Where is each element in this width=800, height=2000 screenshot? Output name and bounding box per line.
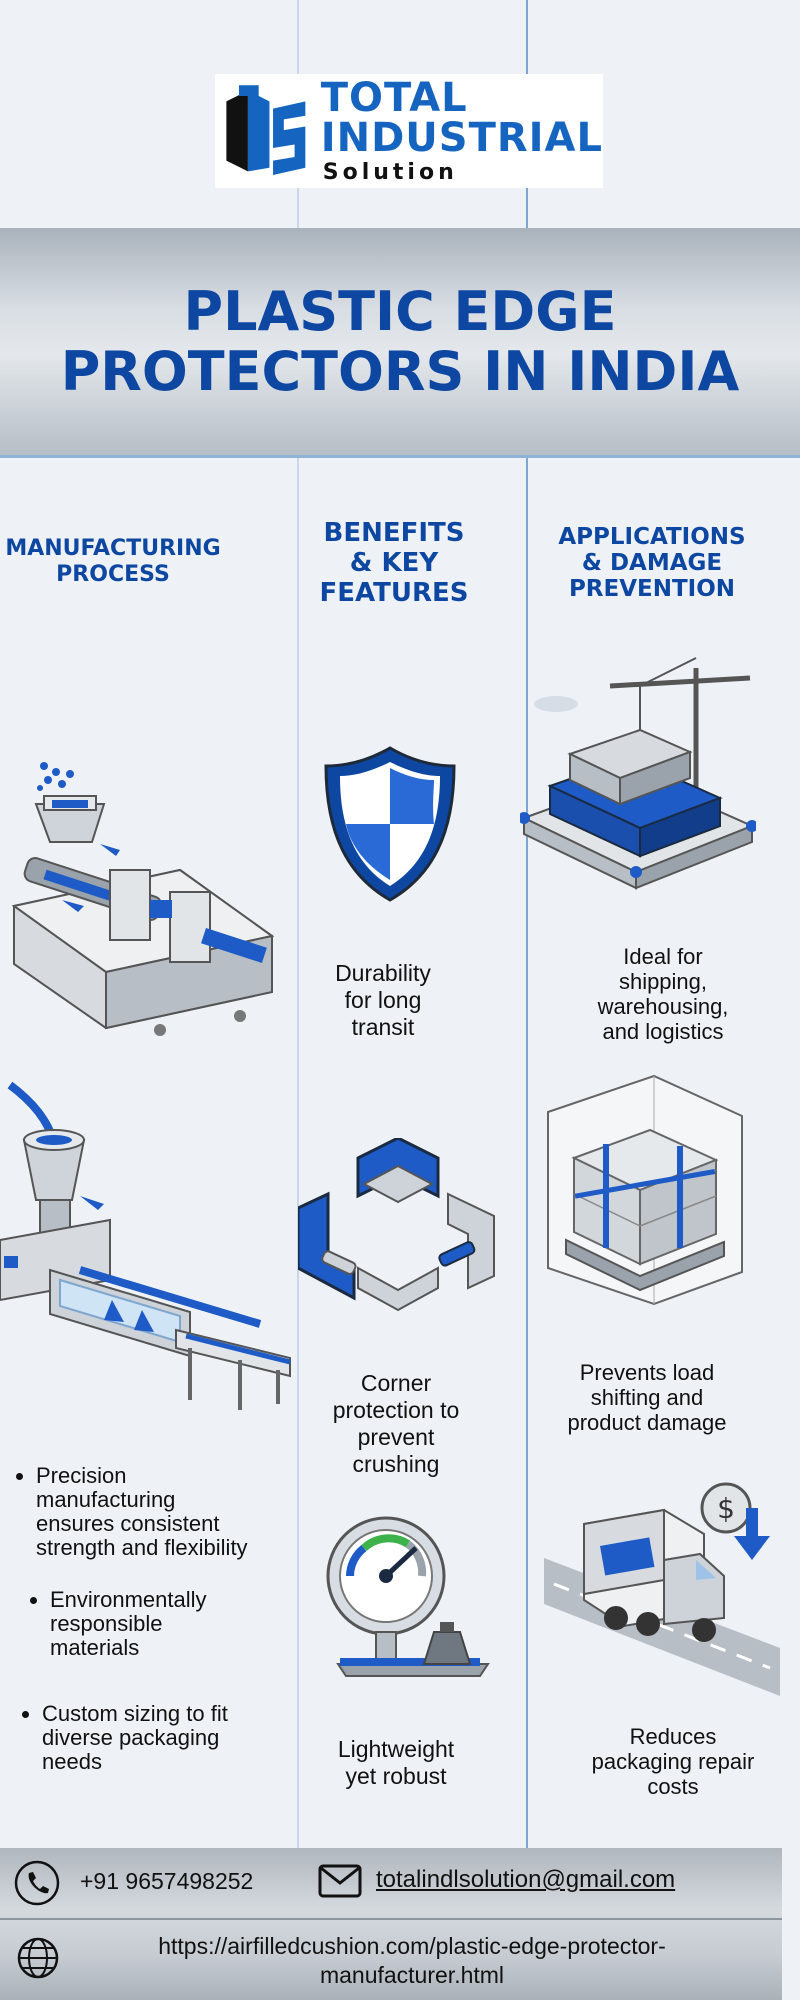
caption-line: Corner: [360, 1370, 432, 1396]
contact-footer: +91 9657498252 totalindlsolution@gmail.c…: [0, 1848, 782, 2000]
caption-line: and logistics: [602, 1019, 724, 1044]
footer-divider: [0, 1918, 782, 1920]
logo-word-industrial: INDUSTRIAL: [320, 115, 603, 161]
caption-line: Reduces: [629, 1724, 717, 1749]
heading-benefits-line2: & KEY: [349, 548, 439, 578]
manufacturing-bullets: Precision manufacturing ensures consiste…: [12, 1464, 252, 1774]
column-divider-left: [297, 0, 299, 1848]
caption-line: transit: [351, 1014, 415, 1040]
caption-line: Prevents load: [579, 1360, 715, 1385]
bullet-custom-sizing: Custom sizing to fit diverse packaging n…: [18, 1702, 252, 1774]
gauge-scale-icon: [326, 1516, 490, 1677]
benefit-lightweight-caption: Lightweight yet robust: [300, 1736, 492, 1790]
globe-icon: [17, 1937, 59, 1979]
heading-benefits: BENEFITS & KEY FEATURES: [302, 518, 486, 608]
application-load-caption: Prevents load shifting and product damag…: [546, 1360, 748, 1435]
page-title-line1: PLASTIC EDGE: [183, 279, 617, 343]
page-title-line2: PROTECTORS IN INDIA: [60, 339, 740, 403]
heading-benefits-line3: FEATURES: [319, 578, 469, 608]
caption-line: packaging repair: [591, 1749, 755, 1774]
caption-line: costs: [647, 1774, 699, 1799]
injection-molding-machine-icon: [11, 762, 275, 1036]
bullet-environment: Environmentally responsible materials: [26, 1588, 252, 1660]
delivery-truck-savings-icon: $: [544, 1482, 780, 1696]
website-link-line2[interactable]: manufacturer.html: [319, 1962, 505, 1988]
extrusion-line-icon: [0, 1081, 291, 1410]
caption-line: shipping,: [618, 969, 708, 994]
column-divider-right: [526, 0, 528, 1848]
heading-benefits-line1: BENEFITS: [323, 518, 465, 548]
email-icon: [318, 1864, 362, 1898]
heading-manufacturing: MANUFACTURING PROCESS: [0, 536, 226, 588]
caption-line: prevent: [357, 1424, 435, 1450]
application-logistics-caption: Ideal for shipping, warehousing, and log…: [560, 944, 766, 1044]
application-cost-caption: Reduces packaging repair costs: [562, 1724, 784, 1799]
caption-line: shifting and: [590, 1385, 704, 1410]
corner-protector-icon: [298, 1138, 495, 1312]
caption-line: Lightweight: [337, 1736, 455, 1762]
logo-word-total: TOTAL: [320, 75, 468, 121]
website-link[interactable]: https://airfilledcushion.com/plastic-edg…: [62, 1932, 762, 1990]
caption-line: for long: [344, 987, 422, 1013]
logo-word-solution: Solution: [322, 160, 458, 185]
phone-number[interactable]: +91 9657498252: [80, 1868, 254, 1894]
strapped-pallet-icon: [547, 1074, 743, 1306]
caption-line: warehousing,: [597, 994, 729, 1019]
page-title: PLASTIC EDGE PROTECTORS IN INDIA: [60, 279, 740, 403]
heading-applications-line1: APPLICATIONS: [558, 524, 746, 550]
caption-line: protection to: [332, 1397, 460, 1423]
shipping-port-icon: [520, 657, 756, 890]
heading-manufacturing-line2: PROCESS: [56, 562, 170, 587]
benefit-corner-caption: Corner protection to prevent crushing: [300, 1370, 492, 1478]
website-link-line1[interactable]: https://airfilledcushion.com/plastic-edg…: [158, 1933, 666, 1959]
tis-monogram-icon: [226, 85, 306, 175]
shield-icon: [324, 746, 456, 902]
heading-applications-line2: & DAMAGE: [581, 550, 723, 576]
svg-text:$: $: [717, 1492, 735, 1525]
heading-manufacturing-line1: MANUFACTURING: [5, 536, 221, 561]
bullet-precision: Precision manufacturing ensures consiste…: [12, 1464, 252, 1560]
phone-icon: [14, 1860, 60, 1906]
caption-line: crushing: [352, 1451, 440, 1477]
email-link[interactable]: totalindlsolution@gmail.com: [376, 1866, 676, 1893]
caption-line: Durability: [335, 960, 431, 986]
caption-line: yet robust: [345, 1763, 447, 1789]
heading-applications-line3: PREVENTION: [568, 576, 736, 602]
benefit-durability-caption: Durability for long transit: [300, 960, 466, 1041]
caption-line: Ideal for: [623, 944, 703, 969]
caption-line: product damage: [567, 1410, 727, 1435]
heading-applications: APPLICATIONS & DAMAGE PREVENTION: [540, 524, 764, 602]
company-logo: TOTAL INDUSTRIAL Solution: [215, 74, 603, 188]
title-banner: PLASTIC EDGE PROTECTORS IN INDIA: [0, 228, 800, 458]
